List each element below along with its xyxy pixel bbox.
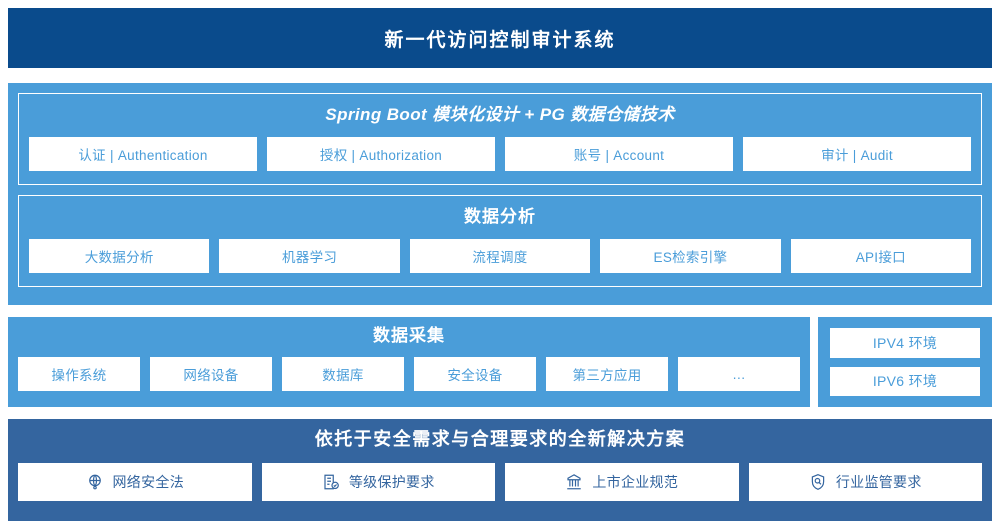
chip-label: 行业监管要求 bbox=[835, 474, 922, 490]
data-analysis-chip-row: 大数据分析 机器学习 流程调度 ES检索引擎 API接口 bbox=[29, 239, 972, 273]
chip-es-search-engine[interactable]: ES检索引擎 bbox=[600, 239, 781, 273]
chip-third-party-app[interactable]: 第三方应用 bbox=[546, 357, 668, 391]
chip-operating-system[interactable]: 操作系统 bbox=[18, 357, 140, 391]
header-banner: 新一代访问控制审计系统 bbox=[8, 8, 992, 68]
chip-network-device[interactable]: 网络设备 bbox=[150, 357, 272, 391]
shield-search-icon bbox=[809, 473, 827, 491]
document-check-icon bbox=[322, 473, 340, 491]
compliance-panel-title: 依托于安全需求与合理要求的全新解决方案 bbox=[314, 429, 686, 449]
data-analysis-group-title: 数据分析 bbox=[464, 207, 536, 226]
chip-ipv4-environment[interactable]: IPV4 环境 bbox=[830, 328, 980, 358]
chip-account[interactable]: 账号 | Account bbox=[505, 137, 733, 171]
chip-security-device[interactable]: 安全设备 bbox=[414, 357, 536, 391]
chip-big-data-analysis[interactable]: 大数据分析 bbox=[29, 239, 210, 273]
chip-industry-regulation[interactable]: 行业监管要求 bbox=[748, 463, 982, 501]
data-collection-panel: 数据采集 操作系统 网络设备 数据库 安全设备 第三方应用 … bbox=[8, 317, 810, 407]
chip-label: 网络安全法 bbox=[112, 474, 184, 490]
chip-authorization[interactable]: 授权 | Authorization bbox=[267, 137, 495, 171]
chip-api-interface[interactable]: API接口 bbox=[790, 239, 972, 273]
chip-classified-protection[interactable]: 等级保护要求 bbox=[261, 463, 495, 501]
globe-icon bbox=[86, 473, 104, 491]
chip-cybersecurity-law[interactable]: 网络安全法 bbox=[18, 463, 252, 501]
bank-building-icon bbox=[565, 473, 583, 491]
springboot-group-title: Spring Boot 模块化设计 + PG 数据仓储技术 bbox=[325, 105, 675, 124]
compliance-panel: 依托于安全需求与合理要求的全新解决方案 网络安全法 bbox=[8, 419, 992, 521]
chip-machine-learning[interactable]: 机器学习 bbox=[219, 239, 400, 273]
data-analysis-group: 数据分析 大数据分析 机器学习 流程调度 ES检索引擎 API接口 bbox=[18, 195, 982, 287]
chip-listed-company-standard[interactable]: 上市企业规范 bbox=[505, 463, 739, 501]
chip-database[interactable]: 数据库 bbox=[282, 357, 404, 391]
ipv-environment-panel: IPV4 环境 IPV6 环境 bbox=[818, 317, 992, 407]
data-collection-chip-row: 操作系统 网络设备 数据库 安全设备 第三方应用 … bbox=[18, 357, 800, 391]
chip-ipv6-environment[interactable]: IPV6 环境 bbox=[830, 366, 980, 396]
compliance-chip-row: 网络安全法 等级保护要求 bbox=[18, 463, 982, 501]
chip-process-scheduling[interactable]: 流程调度 bbox=[409, 239, 591, 273]
chip-audit[interactable]: 审计 | Audit bbox=[743, 137, 971, 171]
chip-label: 等级保护要求 bbox=[348, 474, 435, 490]
springboot-chip-row: 认证 | Authentication 授权 | Authorization 账… bbox=[29, 137, 971, 171]
ipv-chip-column: IPV4 环境 IPV6 环境 bbox=[830, 328, 980, 396]
chip-authentication[interactable]: 认证 | Authentication bbox=[29, 137, 257, 171]
chip-more-ellipsis[interactable]: … bbox=[678, 357, 800, 391]
page-title: 新一代访问控制审计系统 bbox=[384, 29, 616, 51]
platform-layer-panel: Spring Boot 模块化设计 + PG 数据仓储技术 认证 | Authe… bbox=[8, 83, 992, 305]
springboot-group: Spring Boot 模块化设计 + PG 数据仓储技术 认证 | Authe… bbox=[18, 93, 982, 185]
data-collection-title: 数据采集 bbox=[373, 326, 445, 345]
chip-label: 上市企业规范 bbox=[592, 474, 679, 490]
